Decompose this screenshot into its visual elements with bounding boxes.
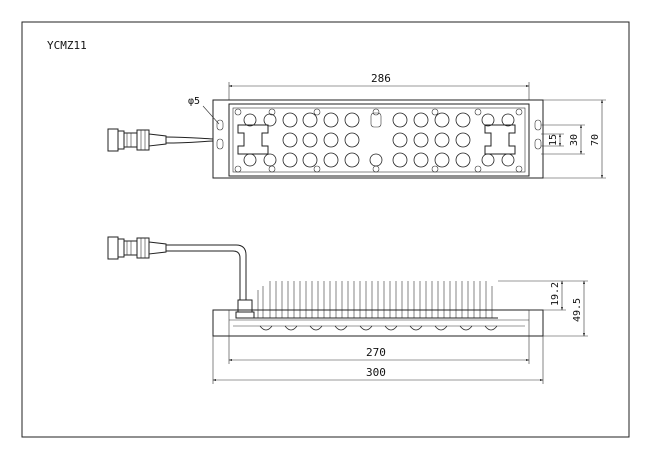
wire-clamp-left [237, 124, 269, 155]
mounting-slot [216, 119, 224, 131]
lens-profile [259, 325, 498, 331]
screw-row [234, 108, 523, 173]
dim-fin-height-19-2: 19.2 [550, 282, 561, 306]
led-lens-icon [243, 112, 515, 168]
module-outline [212, 99, 544, 179]
base-plate [212, 309, 544, 337]
mounting-slot [534, 119, 542, 131]
top-view: 286 φ5 15 30 70 [107, 72, 606, 179]
heatsink-fins [257, 281, 493, 318]
dim-inner-length-270: 270 [366, 346, 386, 359]
cable-connector-icon [107, 128, 214, 152]
drawing-border [21, 21, 630, 438]
dim-slot-outer-30: 30 [569, 134, 580, 146]
dim-slot-spacing-15: 15 [548, 134, 559, 146]
dim-height-70: 70 [590, 134, 601, 146]
dim-hole-diameter: φ5 [188, 96, 200, 107]
dim-length-286: 286 [371, 72, 391, 85]
wire-clamp-right [484, 124, 516, 155]
mounting-slot [216, 138, 224, 150]
dim-total-height-49-5: 49.5 [572, 298, 583, 322]
cable-connector-icon [107, 236, 247, 300]
lens-panel [228, 103, 530, 177]
mounting-slot [534, 138, 542, 150]
dim-overall-length-300: 300 [366, 366, 386, 379]
side-view: 19.2 49.5 270 300 [107, 236, 588, 384]
model-label: YCMZ11 [47, 39, 87, 52]
